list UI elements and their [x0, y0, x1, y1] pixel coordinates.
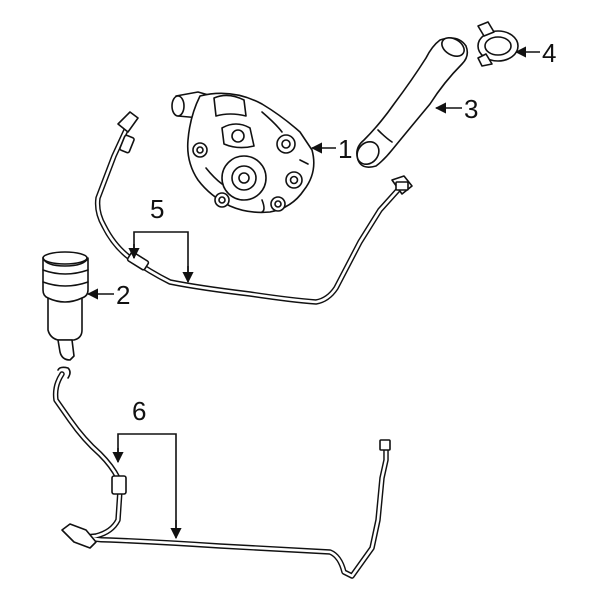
callout-2: 2 — [116, 280, 131, 310]
callout-3: 3 — [464, 94, 479, 124]
leader-5-bracket — [133, 231, 189, 280]
callout-5: 5 — [150, 194, 165, 224]
fluid-reservoir — [42, 251, 89, 361]
pressure-line — [94, 111, 413, 305]
reservoir-hose — [356, 37, 469, 168]
leader-6-bracket — [117, 433, 177, 536]
callout-4: 4 — [542, 38, 557, 68]
callout-6: 6 — [132, 396, 147, 426]
hose-clamp — [477, 21, 519, 67]
power-steering-pump — [171, 91, 315, 214]
callout-1: 1 — [338, 134, 353, 164]
return-line — [52, 366, 391, 579]
callout-leaders — [86, 46, 540, 540]
